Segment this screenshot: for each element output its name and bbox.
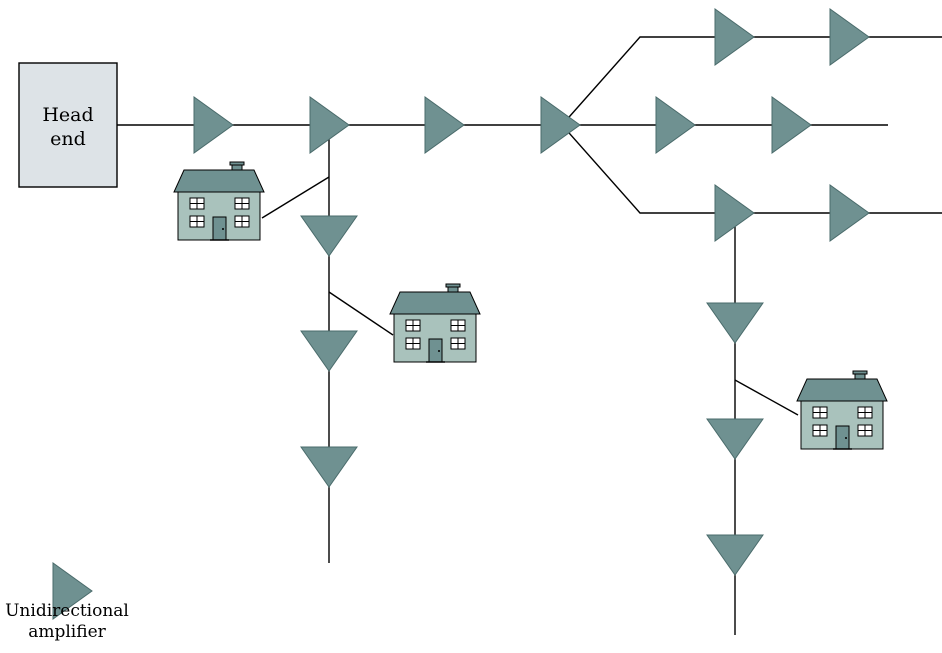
feeder-amplifiers (300, 215, 764, 576)
legend-label-line2: amplifier (28, 622, 106, 642)
amplifier-icon (706, 418, 764, 460)
amplifier-icon (829, 184, 870, 242)
head-end-box (18, 62, 118, 188)
cable-lines (117, 36, 942, 635)
amplifier-icon (309, 96, 350, 154)
head-end: Head end (18, 62, 118, 188)
amplifier-icon (424, 96, 465, 154)
house-icon (389, 283, 481, 363)
amplifier-icon (300, 330, 358, 372)
house-icon (796, 370, 888, 450)
legend-label-line1: Unidirectional (5, 601, 129, 621)
amplifier-icon (300, 446, 358, 488)
amplifier-icon (52, 562, 93, 620)
head-end-label-line2: end (50, 128, 86, 150)
head-end-label-line1: Head (42, 104, 93, 126)
house-icon (173, 161, 265, 241)
legend: Unidirectional amplifier (5, 562, 129, 642)
amplifier-icon (714, 184, 755, 242)
amplifier-icon (706, 534, 764, 576)
amplifier-icon (655, 96, 696, 154)
amplifier-icon (829, 8, 870, 66)
amplifier-icon (714, 8, 755, 66)
amplifier-icon (540, 96, 581, 154)
amplifier-icon (193, 96, 234, 154)
trunk-amplifiers (193, 8, 870, 242)
subscriber-houses (173, 161, 888, 450)
amplifier-icon (706, 302, 764, 344)
amplifier-icon (300, 215, 358, 257)
amplifier-icon (771, 96, 812, 154)
